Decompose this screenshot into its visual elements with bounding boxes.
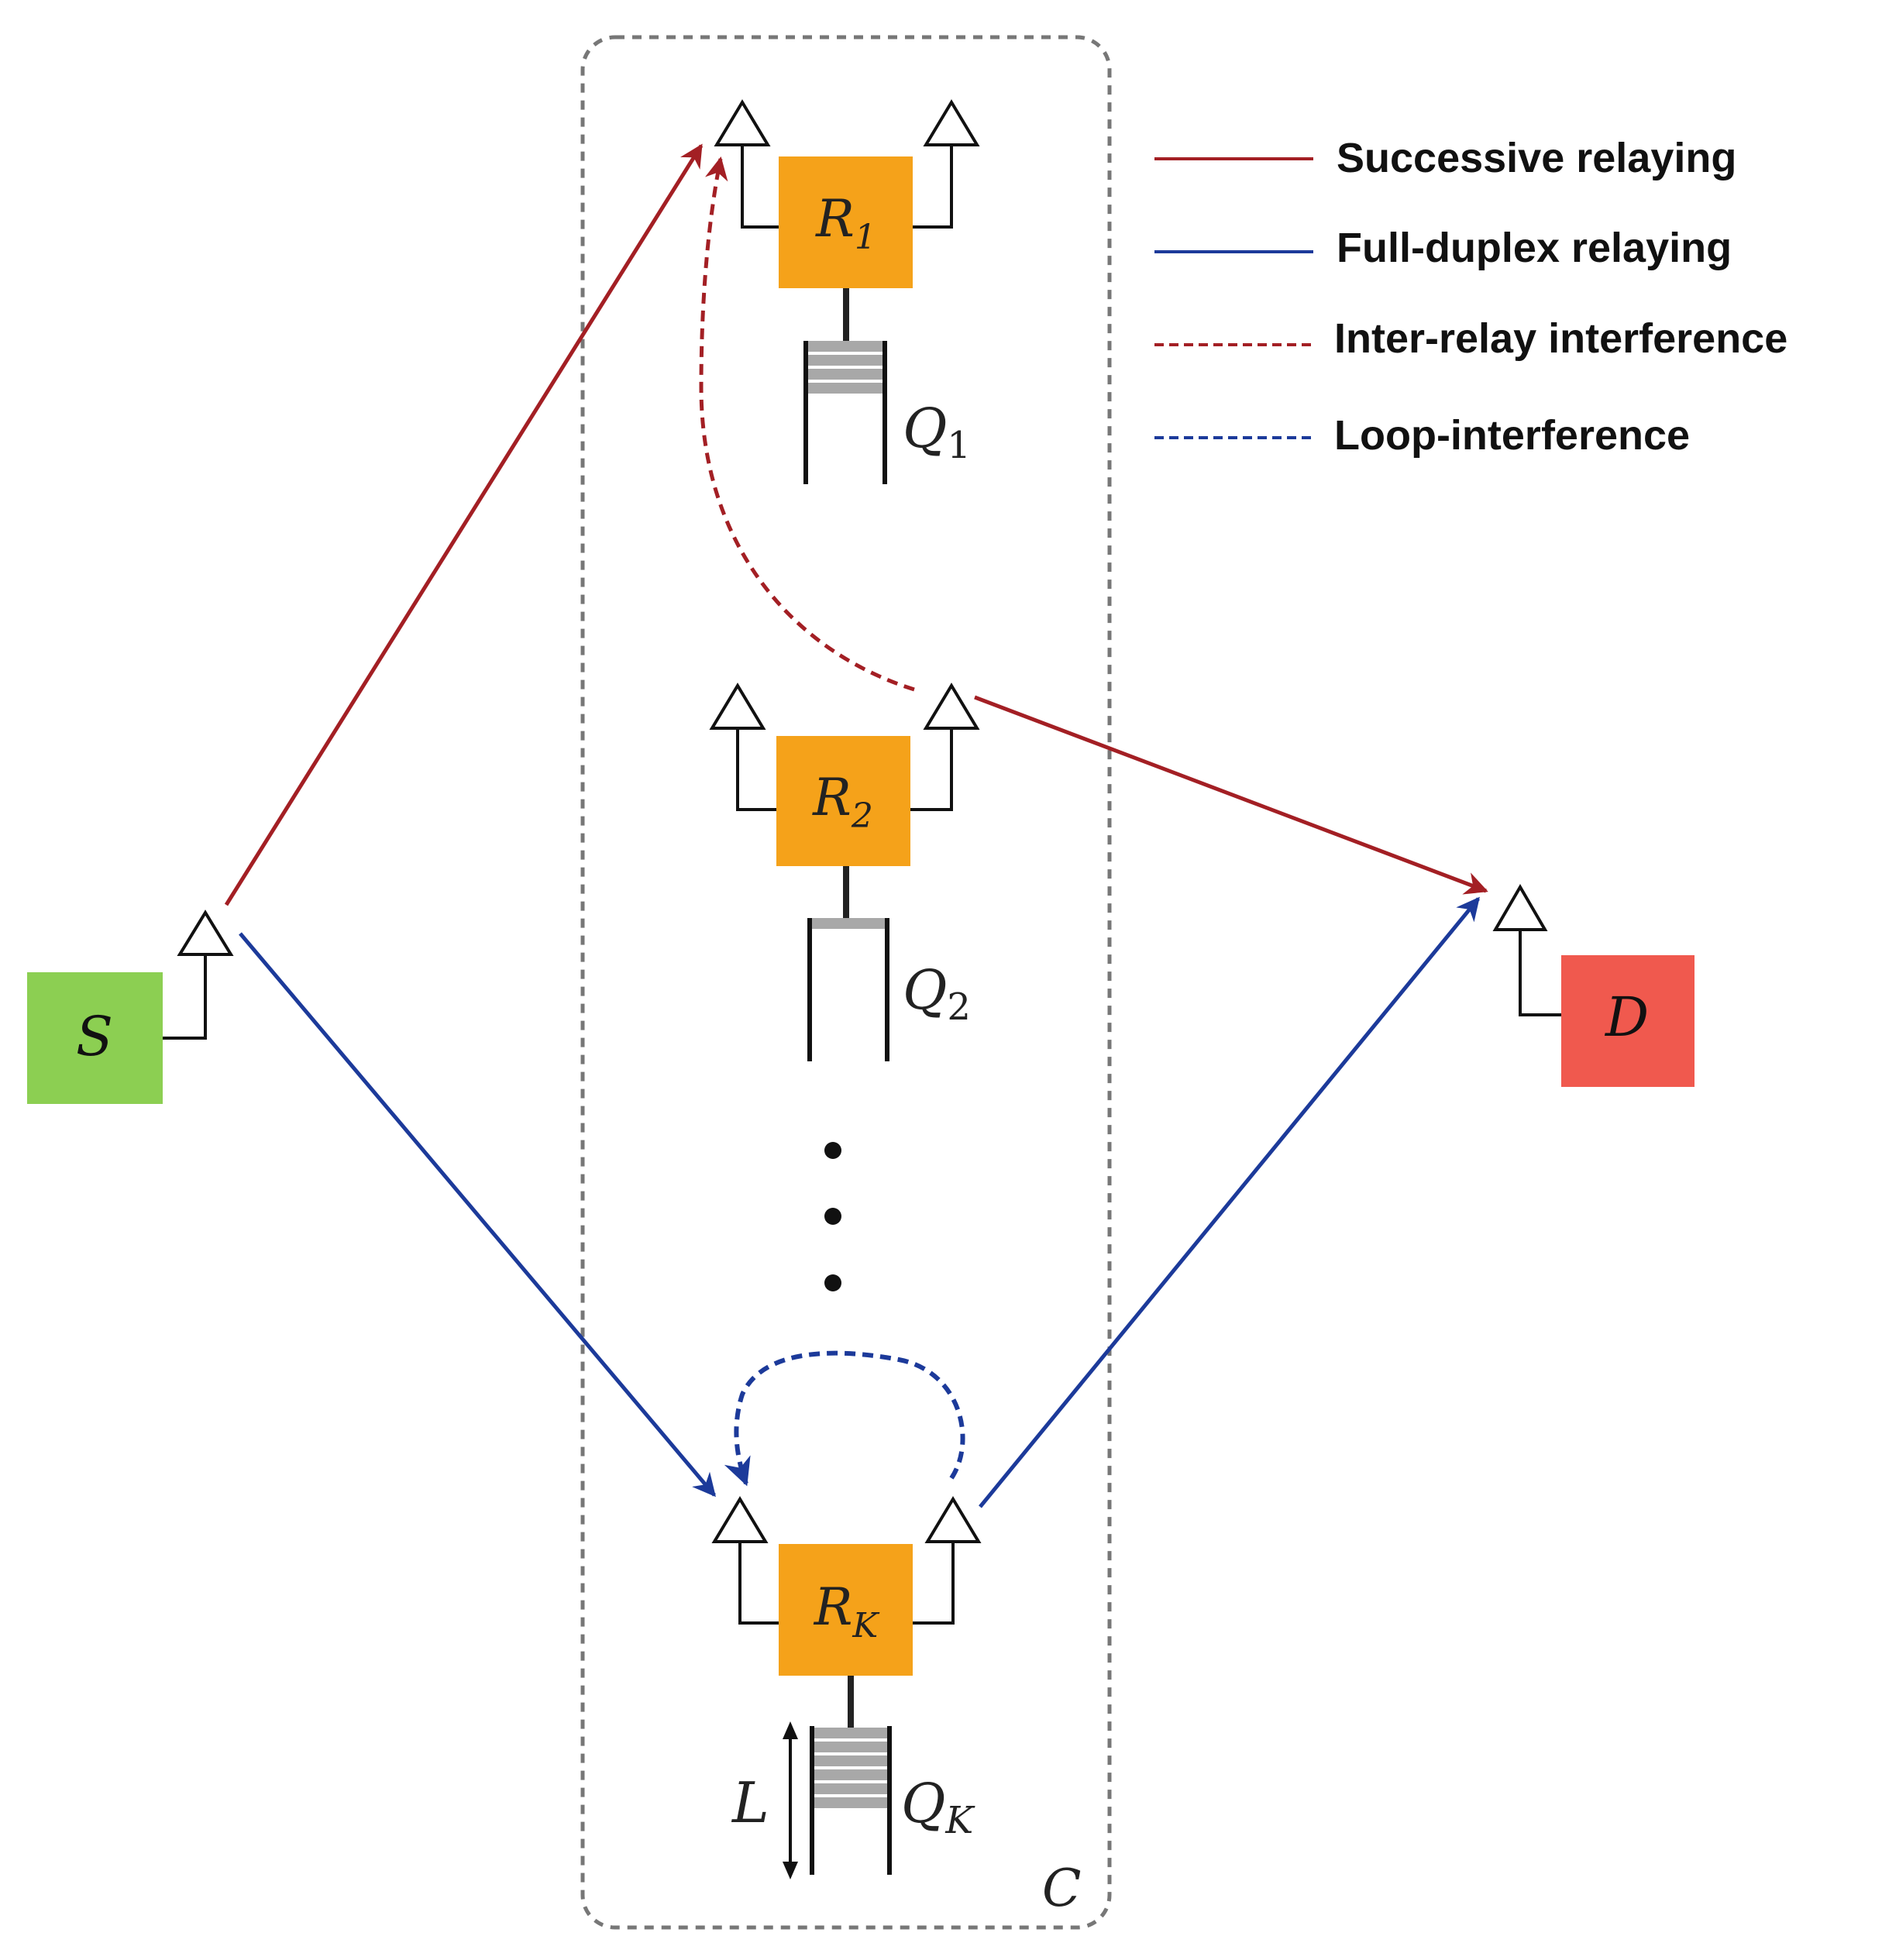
buffer-size-arrow-head-bottom <box>783 1862 798 1879</box>
successive-link-r2-to-destination <box>974 695 1488 895</box>
legend-label-loop: Loop-interference <box>1334 412 1690 459</box>
relay-2-rx-antenna-icon <box>709 683 766 730</box>
source-node: S <box>27 910 234 1104</box>
relay-k-queue-label: QK <box>901 1772 975 1842</box>
queue-packet-slot <box>807 355 883 366</box>
inter-relay-interference-link <box>699 156 915 692</box>
queue-packet-slot <box>811 918 886 929</box>
queue-packet-slot <box>814 1769 888 1780</box>
relay-1-queue <box>803 341 887 484</box>
queue-packet-slot <box>814 1797 888 1808</box>
relay-cluster-boundary <box>580 35 1112 1930</box>
cluster-label: C <box>1042 1859 1082 1918</box>
legend-item-loop: Loop-interference <box>1154 412 1690 459</box>
destination-box <box>1561 955 1694 1087</box>
relay-k-tx-antenna-icon <box>924 1496 982 1543</box>
queue-packet-slot <box>814 1755 888 1766</box>
queue-packet-slot <box>807 369 883 380</box>
relay-2-node: R2 Q2 <box>709 683 980 1061</box>
source-label: S <box>76 1005 113 1068</box>
legend-item-successive: Successive relaying <box>1154 135 1736 181</box>
relay-1-label: R1 <box>815 189 876 257</box>
destination-antenna-icon <box>1492 884 1548 931</box>
relay-2-tx-antenna-feed <box>910 728 953 811</box>
queue-packet-slot <box>814 1728 888 1738</box>
destination-node: D <box>1492 884 1694 1087</box>
full-duplex-link-source-to-rk <box>239 932 716 1498</box>
queue-packet-slot <box>814 1742 888 1752</box>
source-antenna-feed <box>163 954 207 1040</box>
legend: Successive relaying Full-duplex relaying… <box>1154 135 1787 459</box>
relay-1-rx-antenna-feed <box>741 145 779 229</box>
legend-item-full-duplex: Full-duplex relaying <box>1154 225 1732 271</box>
relay-2-label: R2 <box>812 768 873 836</box>
relay-2-queue-label: Q2 <box>903 958 971 1029</box>
destination-antenna-feed <box>1519 930 1561 1016</box>
legend-label-inter-relay: Inter-relay interference <box>1334 315 1787 362</box>
legend-label-successive: Successive relaying <box>1337 135 1736 181</box>
successive-link-source-to-r1 <box>224 143 704 906</box>
relay-1-tx-antenna-icon <box>923 99 980 146</box>
relay-1-rx-antenna-icon <box>714 99 771 146</box>
relay-2-queue <box>807 918 889 1061</box>
legend-label-full-duplex: Full-duplex relaying <box>1337 225 1732 271</box>
relay-k-rx-antenna-icon <box>711 1496 769 1543</box>
queue-packet-slot <box>807 341 883 352</box>
relay-1-tx-antenna-feed <box>913 145 953 229</box>
ellipsis-dot <box>824 1274 841 1291</box>
relay-2-tx-antenna-icon <box>923 683 980 730</box>
legend-item-inter-relay: Inter-relay interference <box>1154 315 1787 362</box>
source-antenna-icon <box>177 910 234 956</box>
relay-1-box <box>779 156 913 288</box>
relay-1-queue-label: Q1 <box>903 397 971 467</box>
source-box <box>27 972 163 1104</box>
relay-k-label: RK <box>814 1577 880 1645</box>
queue-packet-slot <box>814 1783 888 1794</box>
relay-k-box <box>779 1544 913 1676</box>
queue-packet-slot <box>807 383 883 394</box>
loop-interference-link <box>724 1350 965 1487</box>
relay-k-rx-antenna-feed <box>738 1542 779 1625</box>
ellipsis-dot <box>824 1208 841 1225</box>
relay-k-queue <box>810 1726 892 1875</box>
relay-k-node: RK QK L <box>711 1496 982 1879</box>
relay-1-node: R1 Q1 <box>714 99 980 484</box>
buffer-size-label: L <box>731 1770 769 1835</box>
relay-2-rx-antenna-feed <box>736 728 776 811</box>
full-duplex-link-rk-to-destination <box>979 896 1480 1508</box>
ellipsis-dot <box>824 1142 841 1159</box>
relay-2-box <box>776 736 910 866</box>
relay-k-tx-antenna-feed <box>913 1542 955 1625</box>
destination-label: D <box>1604 985 1649 1049</box>
buffer-size-arrow-head-top <box>783 1721 798 1739</box>
